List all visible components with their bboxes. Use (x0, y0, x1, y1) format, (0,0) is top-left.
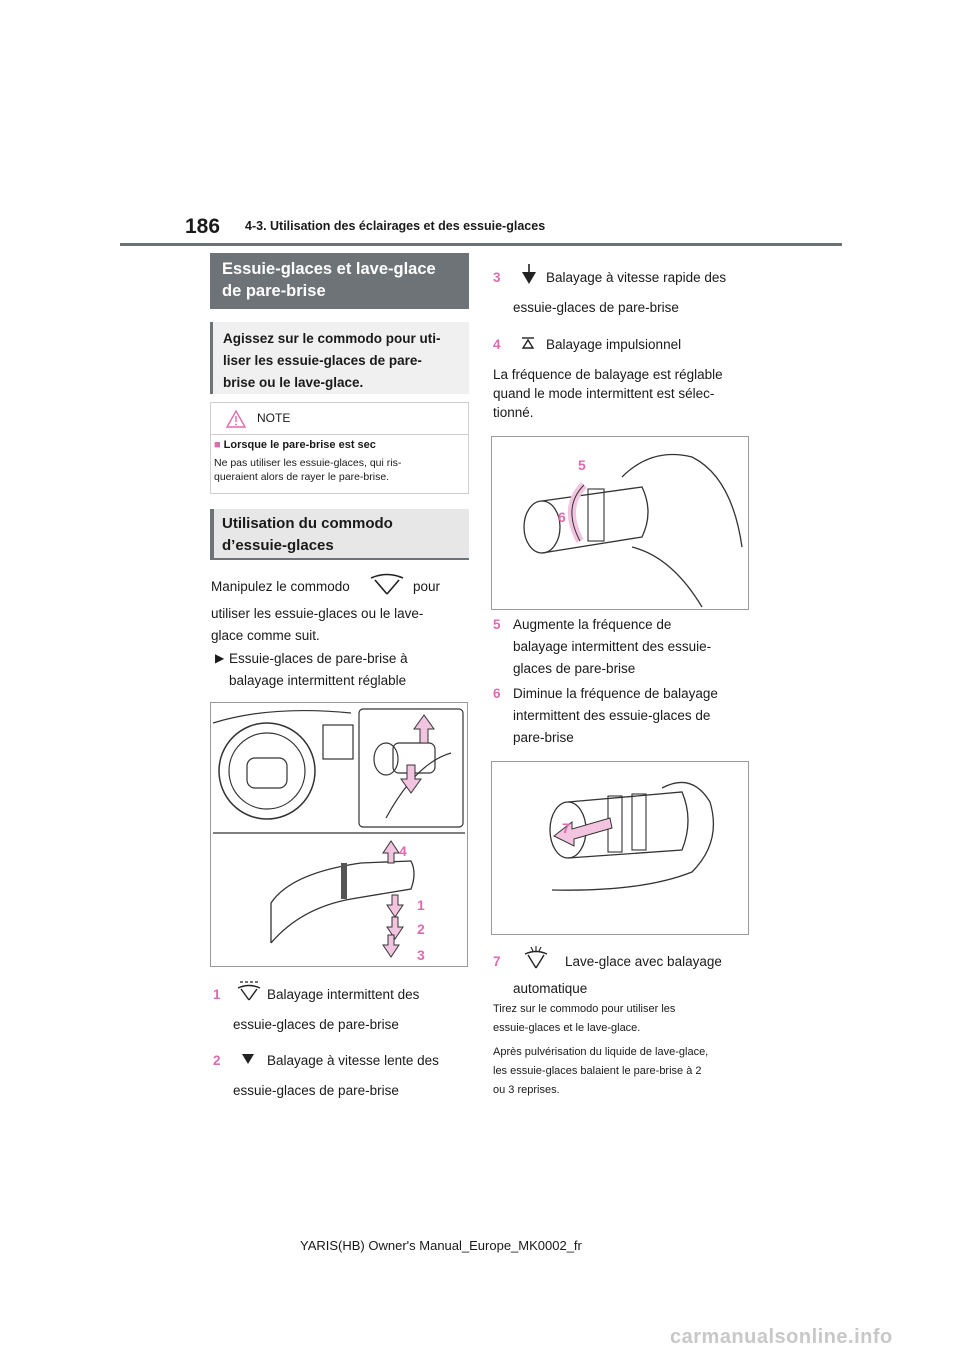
item-6-number: 6 (493, 686, 501, 701)
steering-wheel-illustration (212, 708, 465, 958)
figure-steering-wheel: 4 1 2 3 (210, 702, 468, 967)
page-number: 186 (185, 215, 221, 238)
item-3-line1: Balayage à vitesse rapide des (546, 270, 727, 285)
subheading: Utilisation du commodo d’essuie-glaces (210, 509, 469, 560)
figure-label-4: 4 (399, 843, 407, 859)
item-1-line2: essuie-glaces de pare-brise (233, 1017, 399, 1032)
item-6-line1: Diminue la fréquence de balayage (513, 686, 718, 701)
figure-label-7: 7 (562, 820, 570, 836)
washer-note-line3: Après pulvérisation du liquide de lave-g… (493, 1046, 709, 1058)
item-7-line1: Lave-glace avec balayage (565, 954, 722, 969)
freq-line2: quand le mode intermittent est sélec- (493, 386, 715, 401)
subheading-line2: d’essuie-glaces (222, 537, 334, 554)
bullet-line2: balayage intermittent réglable (229, 673, 407, 688)
figure-frequency-ring: 5 6 (491, 436, 749, 610)
item-1-number: 1 (213, 987, 221, 1002)
washer-note-line4: les essuie-glaces balaient le pare-brise… (493, 1065, 702, 1077)
body-p3: glace comme suit. (211, 628, 320, 643)
item-3-line2: essuie-glaces de pare-brise (513, 300, 679, 315)
main-title-line2: de pare-brise (222, 282, 326, 300)
body-p1a: Manipulez le commodo (211, 579, 350, 594)
body-p2: utiliser les essuie-glaces ou le lave- (211, 606, 424, 621)
low-speed-icon (242, 1054, 254, 1064)
mist-icon (521, 337, 535, 349)
bullet-arrow-icon: ▶ (215, 651, 225, 665)
square-bullet-icon: ■ (214, 439, 221, 451)
bullet-line1: Essuie-glaces de pare-brise à (229, 651, 408, 666)
intermittent-wiper-icon (237, 981, 261, 1001)
note-text-line2: queraient alors de rayer le pare-brise. (214, 471, 390, 483)
frequency-ring-illustration (523, 453, 743, 608)
figure-label-1: 1 (417, 897, 425, 913)
item-7-line2: automatique (513, 981, 588, 996)
intro-box: Agissez sur le commodo pour uti- liser l… (210, 322, 469, 394)
note-box: NOTE ■Lorsque le pare-brise est sec Ne p… (210, 402, 469, 494)
header-rule (120, 243, 842, 246)
item-2-line2: essuie-glaces de pare-brise (233, 1083, 399, 1098)
figure-label-3: 3 (417, 947, 425, 963)
section-title: 4-3. Utilisation des éclairages et des e… (245, 219, 546, 233)
note-text: Ne pas utiliser les essuie-glaces, qui r… (214, 456, 464, 484)
washer-icon (524, 946, 548, 969)
item-5-line1: Augmente la fréquence de (513, 617, 672, 632)
item-4-number: 4 (493, 337, 501, 352)
high-speed-icon (522, 264, 536, 284)
intro-line3: brise ou le lave-glace. (223, 375, 364, 390)
warning-icon (225, 409, 247, 428)
main-title-line1: Essuie-glaces et lave-glace (222, 260, 436, 278)
item-5-line2: balayage intermittent des essuie- (513, 639, 712, 654)
freq-line1: La fréquence de balayage est réglable (493, 367, 723, 382)
item-6-line3: pare-brise (513, 730, 574, 745)
item-7-number: 7 (493, 954, 501, 969)
note-text-line1: Ne pas utiliser les essuie-glaces, qui r… (214, 457, 402, 469)
watermark: carmanualsonline.info (670, 1326, 893, 1348)
note-title-text: Lorsque le pare-brise est sec (223, 439, 376, 451)
figure-washer-pull: 7 (491, 761, 749, 935)
item-5-number: 5 (493, 617, 501, 632)
washer-note-line2: essuie-glaces et le lave-glace. (493, 1022, 641, 1034)
figure-label-5: 5 (578, 457, 586, 473)
item-4-line1: Balayage impulsionnel (546, 337, 682, 352)
figure-label-6: 6 (558, 509, 566, 525)
body-p1b: pour (413, 579, 441, 594)
note-header: NOTE (211, 403, 468, 435)
item-5-line3: glaces de pare-brise (513, 661, 636, 676)
washer-note-line5: ou 3 reprises. (493, 1084, 560, 1096)
subheading-line1: Utilisation du commodo (222, 515, 393, 532)
intro-line2: liser les essuie-glaces de pare- (223, 353, 422, 368)
item-1-line1: Balayage intermittent des (267, 987, 420, 1002)
item-6-line2: intermittent des essuie-glaces de (513, 708, 711, 723)
washer-note-line1: Tirez sur le commodo pour utiliser les (493, 1003, 676, 1015)
figure-label-2: 2 (417, 921, 425, 937)
washer-pull-illustration (549, 781, 714, 891)
item-2-line1: Balayage à vitesse lente des (267, 1053, 439, 1068)
note-label: NOTE (257, 411, 291, 425)
intro-line1: Agissez sur le commodo pour uti- (223, 331, 441, 346)
footer-manual-title: YARIS(HB) Owner's Manual_Europe_MK0002_f… (300, 1238, 582, 1253)
item-3-number: 3 (493, 270, 501, 285)
freq-line3: tionné. (493, 405, 534, 420)
item-2-number: 2 (213, 1053, 221, 1068)
note-title: ■Lorsque le pare-brise est sec (214, 439, 376, 451)
wiper-lever-icon (370, 573, 404, 595)
main-title: Essuie-glaces et lave-glace de pare-bris… (210, 253, 469, 309)
